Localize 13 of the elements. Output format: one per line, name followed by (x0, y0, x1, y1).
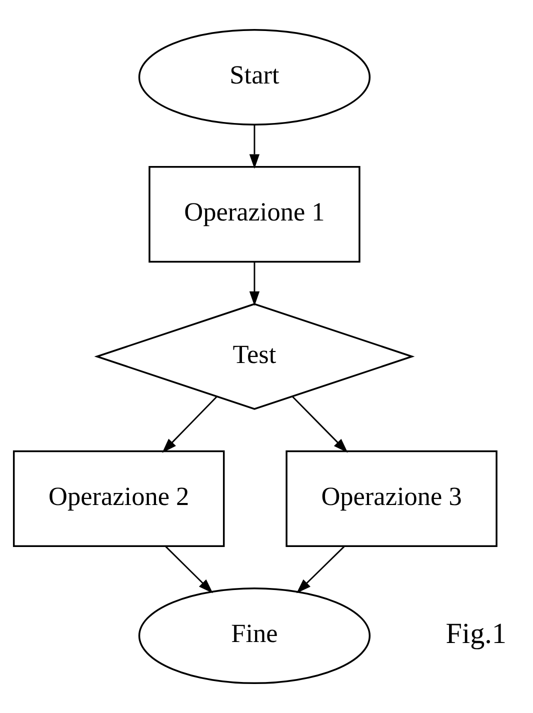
node-diamond: Test (94, 303, 415, 410)
arrow (249, 262, 260, 306)
node-box: Operazione 1 (148, 166, 360, 263)
arrow (292, 396, 348, 453)
node-box: Operazione 2 (12, 450, 225, 547)
arrow (162, 396, 218, 453)
node-ellipse: Fine (138, 588, 371, 684)
arrow (249, 124, 260, 169)
node-box: Operazione 3 (286, 450, 498, 547)
arrow (165, 546, 213, 594)
label: Fig.1 (446, 618, 507, 650)
arrow (296, 546, 345, 594)
node-ellipse: Start (138, 28, 371, 126)
